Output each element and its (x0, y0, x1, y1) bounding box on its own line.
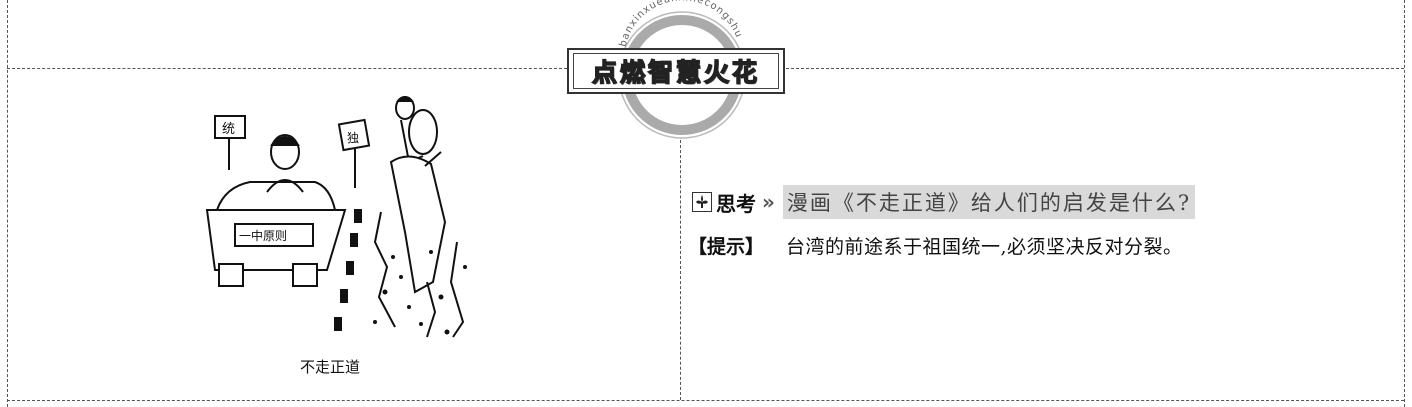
column-divider (680, 140, 681, 400)
hint-text: 台湾的前途系于祖国统一,必须坚决反对分裂。 (786, 236, 1183, 258)
frame-right-border (1404, 0, 1405, 407)
car-plate-text: 一中原则 (239, 228, 287, 243)
think-label: 思考 (716, 191, 756, 216)
frame-top-line-left (7, 68, 567, 69)
fleur-de-lis-icon (692, 192, 712, 212)
frame-top-line-right (786, 68, 1404, 69)
banner-title: 点燃智慧火花 (591, 57, 760, 87)
double-chevron-icon: » (762, 190, 775, 214)
hint-row: 【提示】 台湾的前途系于祖国统一,必须坚决反对分裂。 (688, 232, 1183, 259)
section-banner: 点燃智慧火花 (567, 48, 785, 94)
frame-bottom-line (7, 400, 1404, 401)
sign-left-text: 统 (222, 122, 235, 137)
cartoon-illustration: 统 独 一中原则 (205, 96, 467, 338)
cartoon-caption: 不走正道 (300, 358, 361, 376)
think-row: 思考 » 漫画《不走正道》给人们的启发是什么? (692, 185, 1196, 219)
sign-right-text: 独 (347, 131, 359, 145)
frame-left-border (7, 0, 8, 407)
hint-label: 【提示】 (688, 236, 765, 258)
question-text: 漫画《不走正道》给人们的启发是什么? (782, 185, 1196, 219)
